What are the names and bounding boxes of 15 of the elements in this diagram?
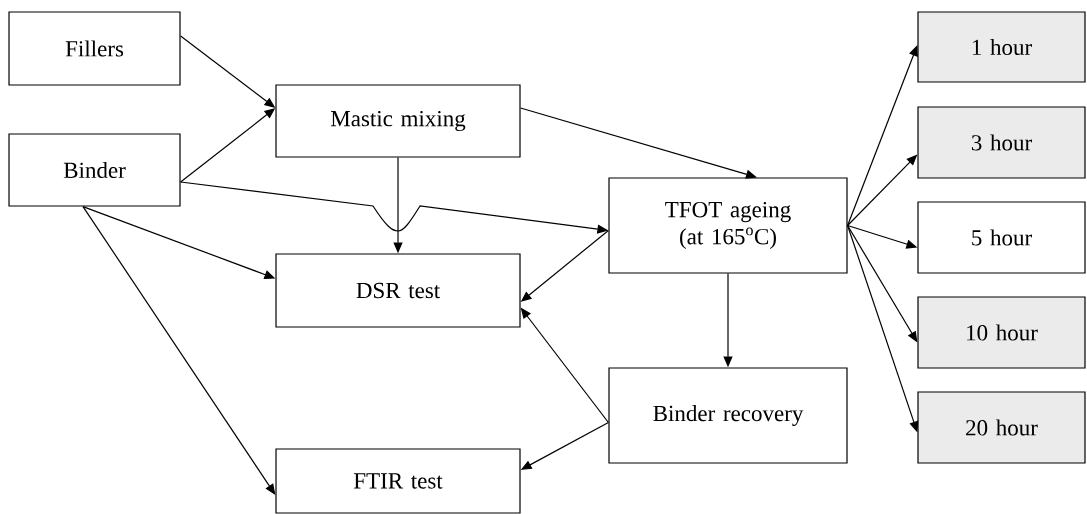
time-box: 5 hour bbox=[917, 201, 1086, 274]
process-box: Mastic mixing bbox=[275, 84, 521, 158]
process-box: Binder recovery bbox=[608, 367, 848, 464]
arrow bbox=[520, 107, 757, 179]
process-box: Fillers bbox=[8, 11, 181, 86]
arrow bbox=[82, 206, 276, 495]
process-box: FTIR test bbox=[275, 448, 521, 514]
time-box: 3 hour bbox=[917, 106, 1086, 179]
time-box: 10 hour bbox=[917, 296, 1086, 369]
time-box: 1 hour bbox=[917, 11, 1086, 83]
process-box: TFOT ageing (at 165$^{o}$C) bbox=[608, 177, 848, 274]
time-box: 20 hour bbox=[917, 391, 1086, 464]
process-box: Binder bbox=[8, 133, 181, 207]
process-box: DSR test bbox=[275, 253, 521, 328]
arrow bbox=[847, 45, 918, 227]
